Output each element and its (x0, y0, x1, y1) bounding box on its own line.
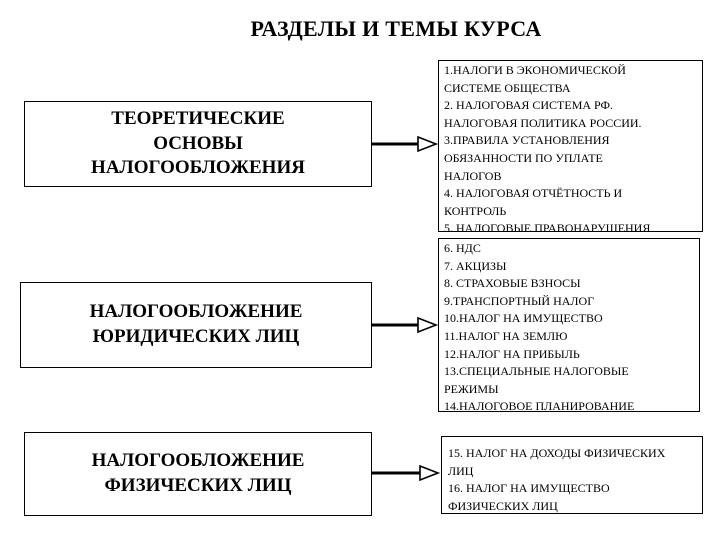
topic-item: 2. НАЛОГОВАЯ СИСТЕМА РФ. НАЛОГОВАЯ ПОЛИТ… (444, 98, 642, 130)
topic-list-legal-entities: 6. НДС 7. АКЦИЗЫ 8. СТРАХОВЫЕ ВЗНОСЫ 9.Т… (438, 238, 700, 412)
topic-item: 5. НАЛОГОВЫЕ ПРАВОНАРУШЕНИЯ (444, 221, 651, 232)
topic-item: 14.НАЛОГОВОЕ ПЛАНИРОВАНИЕ (444, 399, 635, 412)
topic-item: 7. АКЦИЗЫ (444, 258, 507, 273)
topic-item: 11.НАЛОГ НА ЗЕМЛЮ (444, 328, 568, 343)
topic-list-individuals: 15. НАЛОГ НА ДОХОДЫ ФИЗИЧЕСКИХ ЛИЦ 16. Н… (441, 436, 703, 514)
topic-item: 4. НАЛОГОВАЯ ОТЧЁТНОСТЬ И КОНТРОЛЬ (444, 186, 623, 218)
topic-item: 13.СПЕЦИАЛЬНЫЕ НАЛОГОВЫЕ РЕЖИМЫ (444, 364, 629, 396)
topic-item: 1.НАЛОГИ В ЭКОНОМИЧЕСКОЙ СИСТЕМЕ ОБЩЕСТВ… (444, 63, 626, 95)
section-box-legal-entities: НАЛОГООБЛОЖЕНИЕ ЮРИДИЧЕСКИХ ЛИЦ (20, 282, 372, 368)
arrow-connector-1 (372, 135, 439, 153)
arrow-connector-3 (372, 464, 441, 482)
section-box-theoretical-basics: ТЕОРЕТИЧЕСКИЕ ОСНОВЫ НАЛОГООБЛОЖЕНИЯ (24, 101, 372, 187)
topic-item: 3.ПРАВИЛА УСТАНОВЛЕНИЯ ОБЯЗАННОСТИ ПО УП… (444, 133, 610, 183)
topic-item: 6. НДС (444, 241, 481, 255)
diagram-title: РАЗДЕЛЫ И ТЕМЫ КУРСА (250, 16, 542, 41)
topic-item: 12.НАЛОГ НА ПРИБЫЛЬ (444, 346, 580, 361)
topic-list-theoretical-basics: 1.НАЛОГИ В ЭКОНОМИЧЕСКОЙ СИСТЕМЕ ОБЩЕСТВ… (438, 60, 703, 232)
topic-item: 15. НАЛОГ НА ДОХОДЫ ФИЗИЧЕСКИХ ЛИЦ (448, 446, 666, 478)
topic-item: 8. СТРАХОВЫЕ ВЗНОСЫ (444, 276, 581, 291)
arrow-connector-2 (372, 316, 439, 334)
topic-item: 10.НАЛОГ НА ИМУЩЕСТВО (444, 311, 603, 326)
topic-item: 9.ТРАНСПОРТНЫЙ НАЛОГ (444, 293, 595, 308)
topic-item: 16. НАЛОГ НА ИМУЩЕСТВО ФИЗИЧЕСКИХ ЛИЦ (448, 481, 610, 513)
section-box-individuals: НАЛОГООБЛОЖЕНИЕ ФИЗИЧЕСКИХ ЛИЦ (24, 432, 372, 516)
